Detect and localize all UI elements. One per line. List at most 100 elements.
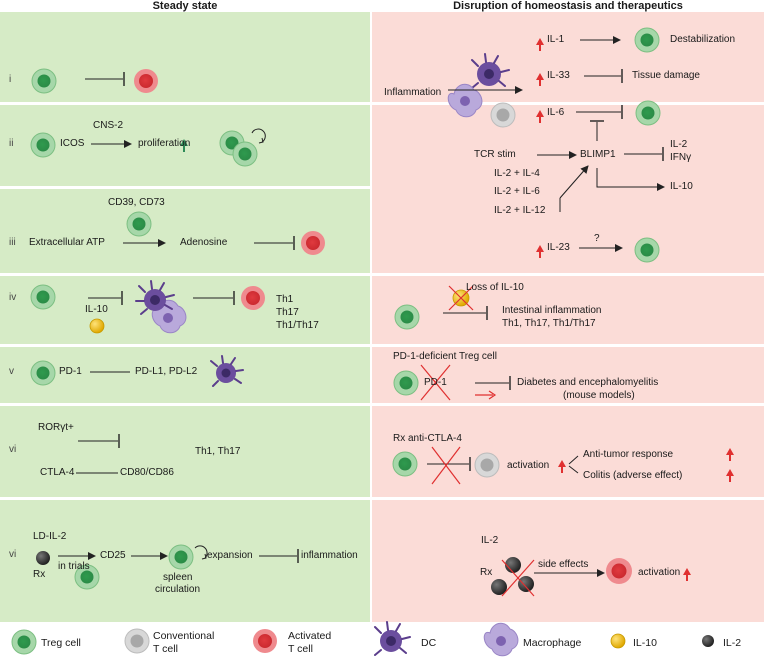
ror-gamma-t-label: RORγt+ xyxy=(38,422,74,433)
cns2-label: CNS-2 xyxy=(93,120,124,131)
rx-anti-ctla-4-label: Rx anti-CTLA-4 xyxy=(393,433,462,444)
il-33-label: IL-33 xyxy=(547,70,570,81)
cd39-cd73-label: CD39, CD73 xyxy=(108,197,165,208)
legend-treg-label: Treg cell xyxy=(41,637,81,649)
il-2-output-label: IL-2 xyxy=(670,139,688,150)
row-number-ii: ii xyxy=(9,138,14,149)
il-2-il-4-label: IL-2 + IL-4 xyxy=(494,168,540,179)
treg-cell xyxy=(31,68,57,94)
activated-t-cell xyxy=(241,286,265,310)
side-effects-label: side effects xyxy=(538,559,589,570)
legend-activated-label-2: T cell xyxy=(288,643,313,655)
ld-il-2-label: LD-IL-2 xyxy=(33,531,67,542)
adenosine-label: Adenosine xyxy=(180,237,228,248)
treg-cell xyxy=(126,211,152,237)
colitis-label: Colitis (adverse effect) xyxy=(583,470,683,481)
treg-cell xyxy=(393,370,419,396)
activated-t-cell xyxy=(606,558,632,584)
legend-dc-label: DC xyxy=(421,637,437,649)
treg-cell xyxy=(232,141,258,167)
activated-t-cell xyxy=(134,69,158,93)
ifn-gamma-label: IFNγ xyxy=(670,152,692,163)
il-1-label: IL-1 xyxy=(547,34,565,45)
il-2-right-label: IL-2 xyxy=(481,535,499,546)
ctla-4-label: CTLA-4 xyxy=(40,467,75,478)
il-10-label: IL-10 xyxy=(85,304,108,315)
circulation-label: circulation xyxy=(155,584,201,595)
il-2-molecule xyxy=(491,579,507,595)
header-disruption: Disruption of homeostasis and therapeuti… xyxy=(453,0,683,12)
green-up-arrow xyxy=(180,139,188,152)
conventional-t-cell xyxy=(490,102,516,128)
row-number-vii: vi xyxy=(9,549,17,560)
cd25-label: CD25 xyxy=(100,550,126,561)
treg-cell xyxy=(394,304,420,330)
activation-right-label: activation xyxy=(638,567,681,578)
proliferation-label: proliferation xyxy=(138,138,191,149)
legend-il-10-label: IL-10 xyxy=(633,637,657,649)
pd-1-deficient-label: PD-1-deficient Treg cell xyxy=(393,351,497,362)
icos-label: ICOS xyxy=(60,138,85,149)
cycle-arrow-icon xyxy=(251,128,266,143)
pd-1-right-label: PD-1 xyxy=(424,377,447,388)
th1-th17-output-label: Th1, Th17 xyxy=(195,446,241,457)
legend-conventional-label-1: Conventional xyxy=(153,630,215,642)
legend-il10-swatch xyxy=(610,633,626,649)
il-6-label: IL-6 xyxy=(547,107,565,118)
rx-label: Rx xyxy=(33,569,46,580)
row-number-i: i xyxy=(9,74,12,85)
legend-il-2-label: IL-2 xyxy=(723,637,742,649)
treg-cell xyxy=(30,132,56,158)
th-subsets-label: Th1, Th17, Th1/Th17 xyxy=(502,318,596,329)
treg-cell xyxy=(30,360,56,386)
row-number-vi: vi xyxy=(9,444,17,455)
spleen-label: spleen xyxy=(163,572,193,583)
activation-label: activation xyxy=(507,460,550,471)
th17-label: Th17 xyxy=(276,307,299,318)
legend-conventional-swatch xyxy=(124,628,150,654)
rx-right-label: Rx xyxy=(480,567,493,578)
mouse-models-label: (mouse models) xyxy=(563,390,635,401)
legend-macrophage-label: Macrophage xyxy=(523,637,582,649)
tissue-damage-label: Tissue damage xyxy=(632,70,700,81)
destabilization-label: Destabilization xyxy=(670,34,736,45)
header-steady-state: Steady state xyxy=(152,0,218,12)
loss-of-il-10-label: Loss of IL-10 xyxy=(466,282,524,293)
legend-conventional-label-2: T cell xyxy=(153,643,178,655)
legend-il2-swatch xyxy=(702,635,714,647)
treg-cell xyxy=(74,564,100,590)
il-10-molecule xyxy=(89,318,105,334)
legend-macrophage-swatch xyxy=(483,622,519,657)
il-2-il-12-label: IL-2 + IL-12 xyxy=(494,205,546,216)
legend-treg-swatch xyxy=(11,629,37,655)
treg-cell xyxy=(30,284,56,310)
macrophage-cell xyxy=(447,83,483,118)
dc-cell xyxy=(135,280,175,315)
row-number-iii: iii xyxy=(9,237,16,248)
row-number-v: v xyxy=(9,366,14,377)
treg-cell xyxy=(392,451,418,477)
pd-l1-pd-l2-label: PD-L1, PD-L2 xyxy=(135,366,198,377)
in-trials-label: in trials xyxy=(58,561,90,572)
extracellular-atp-label: Extracellular ATP xyxy=(29,237,105,248)
dc-cell xyxy=(471,53,510,89)
il-2-il-6-label: IL-2 + IL-6 xyxy=(494,186,540,197)
treg-cell xyxy=(168,544,194,570)
il-10-output-label: IL-10 xyxy=(670,181,693,192)
right-panel xyxy=(372,12,764,622)
il-2-molecule xyxy=(36,551,50,565)
expansion-label: expansion xyxy=(207,550,253,561)
il-2-molecule xyxy=(505,557,521,573)
treg-cell xyxy=(634,27,660,53)
row-number-iv: iv xyxy=(9,292,17,303)
intestinal-inflammation-label: Intestinal inflammation xyxy=(502,305,602,316)
question-mark-label: ? xyxy=(594,233,600,244)
cd80-cd86-label: CD80/CD86 xyxy=(120,467,174,478)
legend-activated-swatch xyxy=(253,629,277,653)
conventional-t-cell xyxy=(474,452,500,478)
inflammation-label: inflammation xyxy=(301,550,358,561)
anti-tumor-label: Anti-tumor response xyxy=(583,449,674,460)
diabetes-label: Diabetes and encephalomyelitis xyxy=(517,377,659,388)
pd-1-label: PD-1 xyxy=(59,366,82,377)
